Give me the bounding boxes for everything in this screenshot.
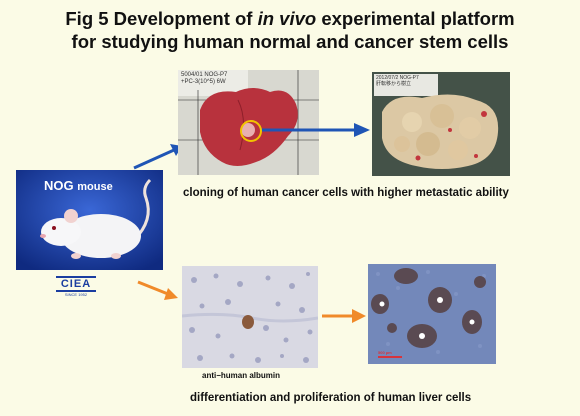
mouse-label-sub: mouse: [77, 181, 113, 193]
tumor-label-line1: 2012/07/2 NOG-P7: [376, 75, 419, 81]
ciea-logo: CIEA SINCE 1952: [56, 276, 96, 297]
title-italic: in vivo: [257, 8, 317, 29]
title-suffix: experimental platform: [316, 8, 515, 29]
scale-bar-label: 500 µm: [378, 350, 392, 355]
caption-differentiation: differentiation and proliferation of hum…: [190, 392, 472, 404]
tumor-label-line2: 肝転移から樹立: [376, 81, 412, 87]
nog-mouse-photo: NOG mouse: [16, 170, 163, 270]
ciea-logo-text: CIEA: [56, 276, 96, 292]
liver-proliferation-photo: 500 µm: [368, 264, 496, 364]
caption-cloning: cloning of human cancer cells with highe…: [183, 187, 509, 199]
figure-subtitle: for studying human normal and cancer ste…: [71, 31, 509, 52]
mouse-label-main: NOG: [44, 178, 74, 193]
figure-title: Fig 5 Development of in vivo experimenta…: [0, 8, 580, 30]
metastasis-tumor-photo: 2012/07/2 NOG-P7 肝転移から樹立: [372, 72, 510, 176]
liver-photo: 5004/01 NOG-P7 +PC-3(10^5) 6W: [178, 70, 319, 175]
liver-photo-label: 5004/01 NOG-P7 +PC-3(10^5) 6W: [181, 72, 227, 86]
liver-label-line2: +PC-3(10^5) 6W: [181, 79, 226, 85]
arrow-mouse-to-histology: [137, 280, 178, 300]
ciea-logo-sub: SINCE 1952: [64, 292, 88, 297]
title-prefix: Fig 5 Development of: [65, 8, 258, 29]
tumor-photo-label: 2012/07/2 NOG-P7 肝転移から樹立: [376, 75, 419, 87]
caption-anti-human-albumin: anti−human albumin: [202, 371, 281, 380]
arrow-liver-to-tumor: [262, 123, 370, 137]
arrow-histology-to-proliferation: [322, 309, 366, 323]
mouse-label: NOG mouse: [44, 178, 113, 193]
albumin-staining-photo: [182, 266, 318, 368]
liver-label-line1: 5004/01 NOG-P7: [181, 72, 228, 78]
